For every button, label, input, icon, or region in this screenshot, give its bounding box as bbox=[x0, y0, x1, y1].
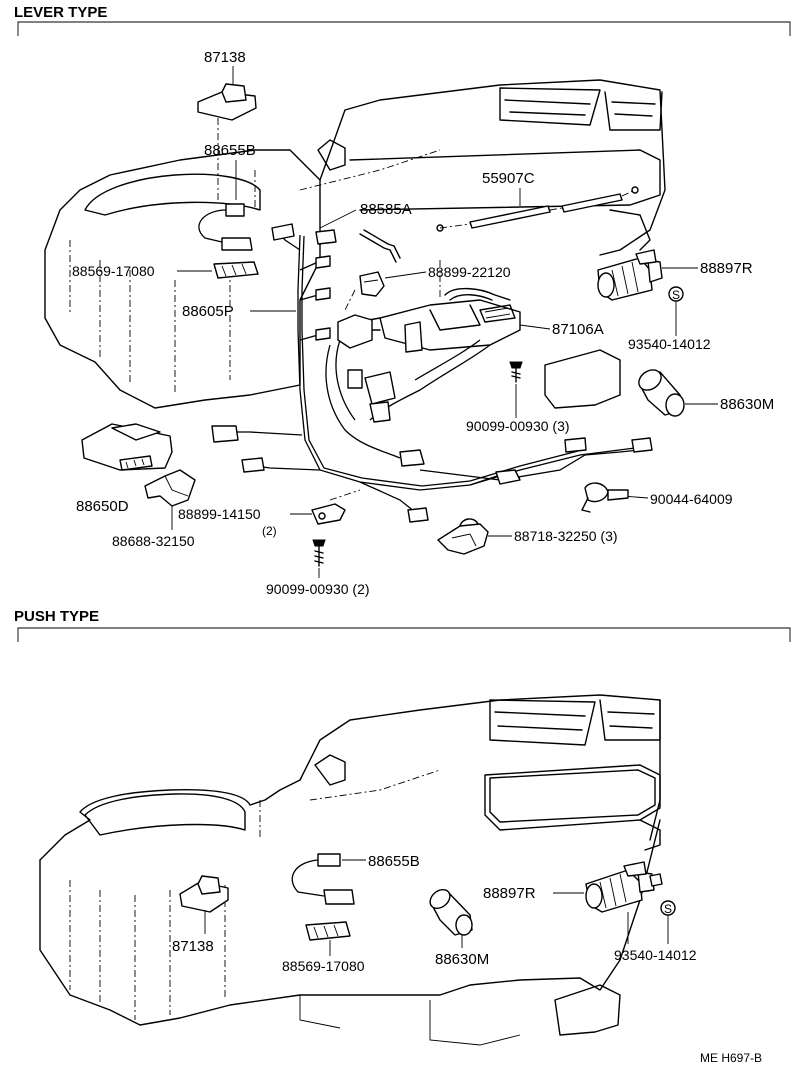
part-88585A bbox=[359, 229, 401, 263]
label-87138-push: 87138 bbox=[172, 938, 214, 955]
label-88718-32250: 88718-32250 (3) bbox=[514, 528, 618, 544]
label-88899-14150-qty: (2) bbox=[262, 524, 277, 538]
part-screw-90099-3 bbox=[509, 361, 523, 383]
part-88650D bbox=[81, 423, 173, 471]
label-88569-17080-lever: 88569-17080 bbox=[72, 263, 155, 279]
part-s-clip-push: S bbox=[660, 900, 676, 916]
part-88655B-lever bbox=[198, 203, 253, 251]
label-88897R-push: 88897R bbox=[483, 885, 536, 902]
part-90044-64009 bbox=[581, 482, 629, 513]
label-88569-17080-push: 88569-17080 bbox=[282, 958, 365, 974]
part-s-clip-lever: S bbox=[668, 286, 684, 302]
lever-type-title: LEVER TYPE bbox=[14, 4, 107, 21]
s-symbol-lever: S bbox=[672, 288, 680, 302]
label-88630M-lever: 88630M bbox=[720, 396, 774, 413]
part-87106A bbox=[337, 287, 521, 423]
part-55907C bbox=[436, 186, 639, 232]
heater-unit-push bbox=[39, 694, 661, 1046]
part-87138-lever bbox=[197, 83, 257, 121]
part-88655B-push bbox=[291, 853, 355, 905]
push-section-bracket bbox=[17, 627, 791, 642]
part-88569-lever bbox=[213, 261, 259, 279]
label-88630M-push: 88630M bbox=[435, 951, 489, 968]
s-symbol-push: S bbox=[664, 902, 672, 916]
label-88585A: 88585A bbox=[360, 201, 412, 218]
label-88605P: 88605P bbox=[182, 303, 234, 320]
part-88718-32250 bbox=[437, 518, 489, 555]
label-90099-00930-2: 90099-00930 (2) bbox=[266, 581, 370, 597]
label-90044-64009: 90044-64009 bbox=[650, 491, 733, 507]
part-88897R-lever bbox=[597, 249, 663, 301]
label-88650D: 88650D bbox=[76, 498, 129, 515]
lever-type-section: LEVER TYPE 87138 88655B bbox=[14, 4, 791, 597]
wire-harness-88605P bbox=[211, 223, 653, 523]
label-93540-14012-push: 93540-14012 bbox=[614, 947, 697, 963]
label-88655B-lever: 88655B bbox=[204, 142, 256, 159]
diagram-reference-code: ME H697-B bbox=[700, 1051, 762, 1065]
part-88630M-push bbox=[429, 888, 473, 936]
heater-unit-lever bbox=[44, 79, 666, 409]
part-88899-22120 bbox=[359, 271, 385, 297]
label-88655B-push: 88655B bbox=[368, 853, 420, 870]
label-88899-22120: 88899-22120 bbox=[428, 264, 511, 280]
push-type-title: PUSH TYPE bbox=[14, 608, 99, 625]
part-88897R-push bbox=[585, 861, 663, 913]
part-88569-push bbox=[305, 921, 351, 941]
lever-section-bracket bbox=[17, 21, 791, 36]
label-88899-14150: 88899-14150 bbox=[178, 506, 261, 522]
label-55907C: 55907C bbox=[482, 170, 535, 187]
label-90099-00930-3: 90099-00930 (3) bbox=[466, 418, 570, 434]
label-88688-32150: 88688-32150 bbox=[112, 533, 195, 549]
label-87138-lever: 87138 bbox=[204, 49, 246, 66]
part-screw-90099-2 bbox=[312, 539, 326, 567]
part-88688-32150 bbox=[144, 469, 196, 507]
label-87106A: 87106A bbox=[552, 321, 604, 338]
label-88897R-lever: 88897R bbox=[700, 260, 753, 277]
part-87138-push bbox=[179, 875, 229, 913]
part-88630M-lever bbox=[638, 369, 685, 417]
part-88899-14150 bbox=[311, 503, 346, 525]
label-93540-14012-lever: 93540-14012 bbox=[628, 336, 711, 352]
push-type-section: PUSH TYPE 88655B bbox=[14, 608, 791, 1046]
